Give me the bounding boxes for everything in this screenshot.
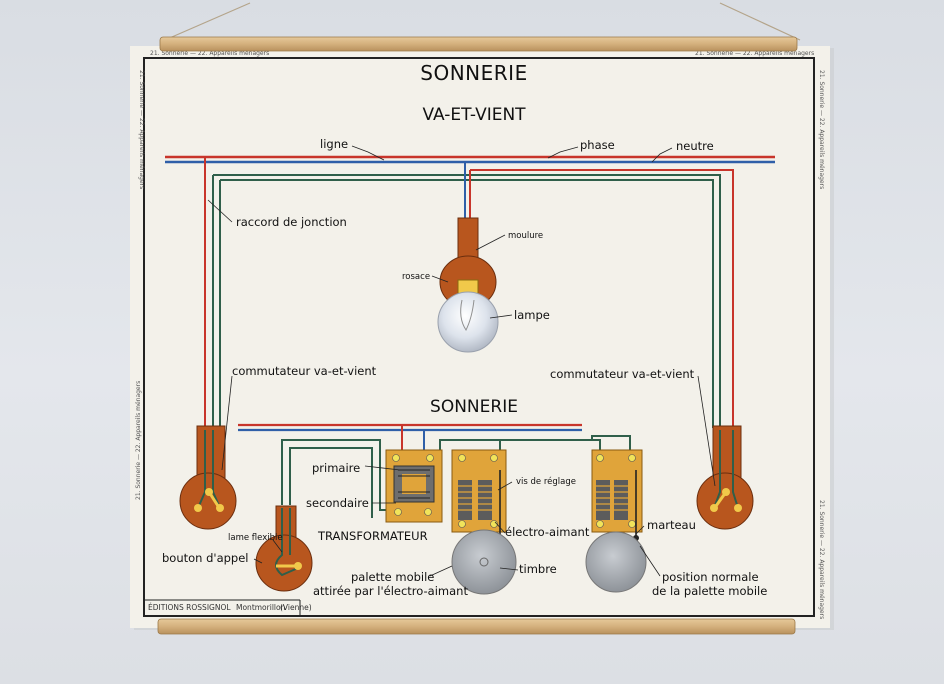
publisher-name: ÉDITIONS ROSSIGNOL	[148, 603, 231, 612]
edge-caption-left-bottom: 21. Sonnerie — 22. Appareils ménagers	[135, 381, 142, 500]
label-palette-line2: attirée par l'électro-aimant	[313, 584, 468, 598]
label-timbre: timbre	[519, 562, 557, 576]
poster-subtitle: VA-ET-VIENT	[422, 105, 526, 125]
edge-caption-top-right: 21. Sonnerie — 22. Appareils ménagers	[695, 50, 814, 57]
label-electro-aimant: électro-aimant	[505, 525, 590, 539]
edge-caption-left: 21. Sonnerie — 22. Appareils ménagers	[138, 70, 145, 189]
label-lame-flexible: lame flexible	[228, 533, 283, 543]
poster-border	[143, 57, 815, 617]
label-lampe: lampe	[514, 308, 550, 322]
label-rosace: rosace	[402, 272, 430, 282]
edge-caption-right-bottom: 21. Sonnerie — 22. Appareils ménagers	[818, 500, 825, 619]
transformateur	[385, 449, 443, 523]
top-rod	[159, 36, 798, 52]
hanging-string-right	[719, 2, 801, 41]
label-moulure: moulure	[508, 231, 543, 241]
edge-caption-right: 21. Sonnerie — 22. Appareils ménagers	[818, 70, 825, 189]
label-marteau: marteau	[647, 518, 696, 532]
label-vis-reglage: vis de réglage	[516, 476, 576, 487]
edge-caption-top-left: 21. Sonnerie — 22. Appareils ménagers	[150, 50, 269, 57]
section-title: SONNERIE	[430, 397, 518, 417]
label-position-line1: position normale	[662, 570, 759, 584]
commutateur-left	[179, 425, 237, 530]
sonnerie-wiring	[238, 423, 631, 518]
label-position-line2: de la palette mobile	[652, 584, 767, 598]
sonnerie-actionnee	[451, 449, 517, 595]
label-commutateur-right: commutateur va-et-vient	[550, 367, 695, 381]
sonnerie-repos	[585, 449, 647, 593]
bouton-appel	[255, 505, 313, 592]
label-secondaire: secondaire	[306, 496, 369, 510]
label-phase: phase	[580, 138, 615, 152]
lamp-assembly	[437, 217, 499, 353]
poster-title: SONNERIE	[420, 61, 527, 85]
leader-lines	[207, 145, 716, 577]
publisher-region: (Vienne)	[280, 603, 312, 612]
label-raccord: raccord de jonction	[236, 215, 347, 229]
label-primaire: primaire	[312, 461, 360, 475]
label-palette-line1: palette mobile	[351, 570, 434, 584]
commutateur-right	[696, 425, 754, 530]
bottom-rod	[157, 618, 796, 635]
label-bouton-appel: bouton d'appel	[162, 551, 249, 565]
label-transformateur: TRANSFORMATEUR	[317, 529, 428, 543]
label-neutre: neutre	[676, 139, 714, 153]
hanging-string	[164, 2, 251, 41]
label-ligne: ligne	[320, 137, 348, 151]
label-commutateur-left: commutateur va-et-vient	[232, 364, 377, 378]
publisher-city: Montmorillon	[236, 603, 286, 612]
va-et-vient-wiring	[165, 155, 775, 428]
